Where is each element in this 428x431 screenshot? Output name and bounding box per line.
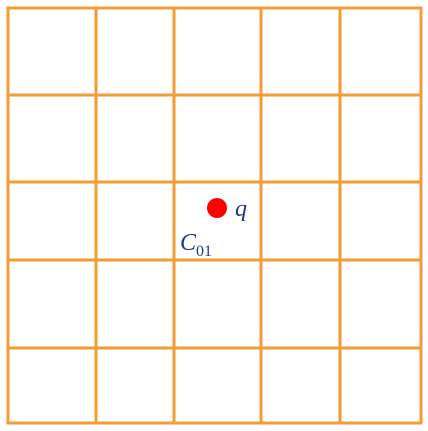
cell-label-main: C: [180, 230, 197, 256]
query-point-marker: [207, 198, 227, 218]
cell-label-subscript: 01: [196, 243, 212, 260]
grid-lines: [6, 6, 423, 425]
query-point-label: q: [235, 196, 247, 222]
cell-label: C01: [180, 230, 212, 260]
